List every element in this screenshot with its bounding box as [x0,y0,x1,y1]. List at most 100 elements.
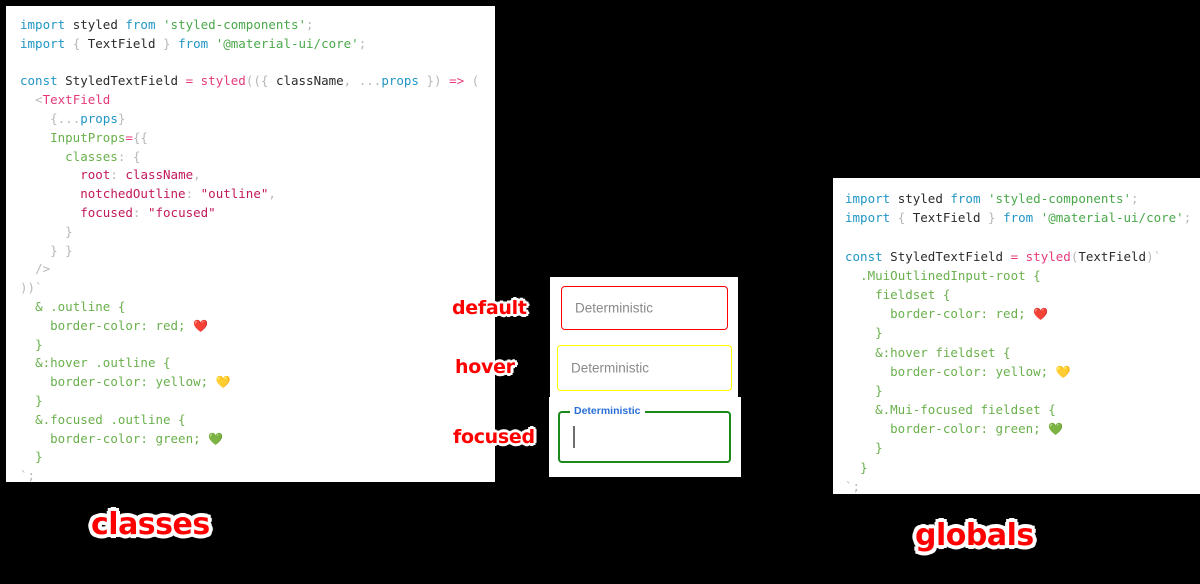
code-token: ( [471,73,480,89]
code-token: & .outline { [35,298,126,314]
code-token: "focused" [147,204,216,220]
code-token [845,306,890,321]
code-line: const StyledTextField = styled(TextField… [845,247,1200,266]
code-token: ; [1183,210,1192,226]
code-token: className [125,167,194,183]
code-token: ❤️ [193,318,209,333]
code-token: styled [897,191,943,206]
code-token: 'styled-components' [988,191,1132,206]
code-token [20,337,35,352]
code-line: &:hover fieldset { [845,343,1200,362]
code-token: , [343,73,352,89]
code-token [20,299,35,314]
code-line: } [20,448,495,467]
code-line: `; [845,477,1200,496]
code-token: < [35,92,43,108]
code-token [20,224,65,239]
code-token: ... [358,73,382,89]
code-token [905,210,913,225]
code-token [442,73,450,88]
code-token [178,73,186,88]
code-token [20,449,35,464]
code-token: } [988,210,996,226]
code-token: 💛 [1055,364,1071,379]
code-token: ; [358,35,367,51]
code-token: &:hover .outline { [35,355,171,371]
code-token: props [80,110,118,126]
demo-card-hover: Deterministic [550,339,738,397]
code-token [193,73,201,88]
code-token: classes [65,148,118,164]
code-token [845,325,875,340]
code-token: import [20,35,66,51]
code-token [980,191,988,206]
code-token: , [268,186,276,202]
code-line: const StyledTextField = styled(({ classN… [20,72,495,91]
code-token: ))` [20,280,43,296]
code-token [845,440,875,455]
code-token [845,383,875,398]
textfield-default-value: Deterministic [575,300,654,316]
code-token [20,431,50,446]
code-token [20,318,50,333]
textfield-focused[interactable]: Deterministic [558,405,731,463]
code-token: } } [50,242,73,258]
code-token [20,261,35,276]
code-token: TextField [87,35,156,51]
code-token [845,421,890,436]
code-line: } [845,458,1200,477]
code-token: focused [80,204,133,220]
code-line [845,227,1200,246]
code-token: const [845,248,883,264]
code-token: TextField [1078,248,1147,264]
code-line [20,54,495,73]
code-token: , [193,167,201,183]
code-line: import styled from 'styled-components'; [845,189,1200,208]
code-token: { [897,210,906,226]
code-token: &.focused .outline { [35,411,186,427]
code-line: } [845,381,1200,400]
code-token [268,73,276,88]
code-token: .MuiOutlinedInput-root { [860,267,1041,283]
code-line: } [845,323,1200,342]
textfield-default[interactable]: Deterministic [561,286,728,330]
code-token [996,210,1004,225]
code-token: 💚 [1048,422,1064,437]
code-token: border-color: red; [50,317,194,333]
code-token: } [426,73,435,89]
caption-globals: globals [915,518,1034,553]
code-token: "outline" [200,186,269,202]
state-label-default: default [452,297,527,319]
code-token: } [65,223,73,239]
code-token: border-color: red; [890,306,1034,322]
textfield-hover[interactable]: Deterministic [557,345,732,391]
code-token: styled [1025,248,1071,264]
code-token [890,210,898,225]
code-token [171,36,179,51]
code-line: border-color: red; ❤️ [20,317,495,336]
caption-classes: classes [91,507,210,542]
code-token [845,364,890,379]
code-token [1003,249,1011,264]
code-token: { [260,73,269,89]
text-caret [573,426,575,448]
code-token [20,130,50,145]
code-token: ) [434,73,442,89]
code-token: { [132,148,141,164]
code-panel-globals: import styled from 'styled-components';i… [833,178,1200,494]
code-token [464,73,472,88]
code-token [351,73,359,88]
code-token [845,402,875,417]
code-token: : [110,167,126,183]
code-line: } } [20,242,495,261]
code-token: `; [845,478,861,494]
code-token: ; [1131,191,1139,206]
code-token: : [132,204,148,220]
code-line: import { TextField } from '@material-ui/… [845,208,1200,227]
code-token: notchedOutline [80,186,186,202]
code-token: StyledTextField [65,73,179,89]
code-line: &.Mui-focused fieldset { [845,400,1200,419]
code-line: root: className, [20,166,495,185]
code-token [980,210,988,225]
code-token: : [117,148,133,164]
